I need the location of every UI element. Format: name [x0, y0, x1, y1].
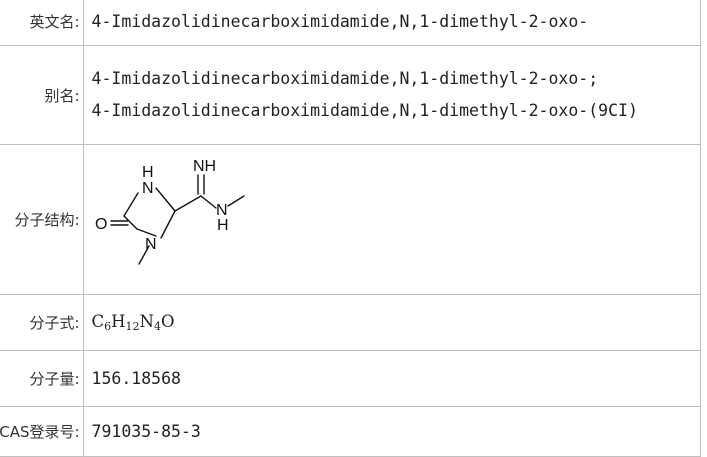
row-english-name: 英文名: 4-Imidazolidinecarboximidamide,N,1-… [0, 0, 702, 46]
row-synonyms: 别名: 4-Imidazolidinecarboximidamide,N,1-d… [0, 45, 702, 145]
synonyms-value: 4-Imidazolidinecarboximidamide,N,1-dimet… [82, 45, 702, 145]
synonym-item: 4-Imidazolidinecarboximidamide,N,1-dimet… [91, 69, 599, 88]
structure-cell: O H N N NH N H [82, 144, 702, 295]
formula-element: N [139, 312, 154, 331]
cas-label: CAS登录号: [0, 406, 84, 457]
atom-label: H [142, 164, 154, 181]
row-structure: 分子结构: O H [0, 144, 702, 295]
formula-count: 6 [104, 320, 112, 333]
atom-label: N [145, 236, 157, 253]
formula-count: 4 [153, 320, 161, 333]
english-name-label: 英文名: [0, 0, 84, 46]
formula-count: 12 [125, 320, 140, 333]
synonyms-label: 别名: [0, 45, 84, 145]
molecule-structure-image: O H N N NH N H [95, 158, 245, 265]
row-formula: 分子式: C6H12N4O [0, 294, 702, 351]
formula-element: H [111, 312, 126, 331]
synonym-item: 4-Imidazolidinecarboximidamide,N,1-dimet… [91, 101, 638, 120]
atom-label: O [95, 216, 107, 233]
row-cas: CAS登录号: 791035-85-3 [0, 406, 702, 457]
structure-label: 分子结构: [0, 144, 84, 295]
english-name-value: 4-Imidazolidinecarboximidamide,N,1-dimet… [82, 0, 702, 46]
mol-weight-label: 分子量: [0, 350, 84, 407]
atom-label: N [216, 202, 228, 219]
cas-value: 791035-85-3 [82, 406, 702, 457]
atom-label: H [217, 217, 229, 234]
atom-label: NH [193, 158, 216, 175]
atom-label: N [142, 180, 154, 197]
formula-element: O [160, 312, 175, 331]
row-mol-weight: 分子量: 156.18568 [0, 350, 702, 407]
formula-value: C6H12N4O [82, 294, 702, 351]
formula-element: C [91, 312, 105, 331]
molecular-formula: C6H12N4O [91, 312, 175, 333]
formula-label: 分子式: [0, 294, 84, 351]
mol-weight-value: 156.18568 [82, 350, 702, 407]
